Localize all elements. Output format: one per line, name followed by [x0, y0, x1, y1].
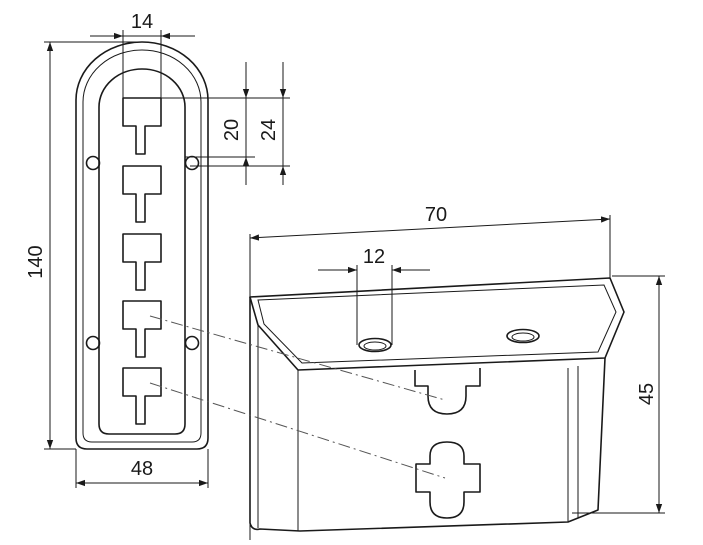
dim-bracket-height: 45: [572, 275, 665, 514]
plate-outline-inner: [82, 49, 202, 443]
dim-label-slot-height: 20: [221, 119, 243, 141]
dim-slot-pitch: 24: [258, 62, 287, 185]
bracket-keyhole-upper: [414, 368, 481, 415]
dim-label-bracket-height: 45: [636, 383, 658, 405]
dim-label-plate-height: 140: [25, 245, 47, 278]
dim-plate-height: 140: [25, 41, 142, 450]
t-slot: [122, 300, 162, 358]
bracket-top-flange-edge: [257, 284, 617, 364]
screw-hole: [184, 335, 200, 351]
dim-label-plate-width: 48: [131, 458, 153, 480]
t-slot: [122, 367, 162, 425]
flange-hole: [506, 328, 540, 344]
assembly-lines: [149, 315, 446, 479]
dim-label-slot-width: 14: [131, 11, 153, 33]
dim-slot-height: 20: [161, 62, 290, 185]
screw-hole: [184, 155, 200, 171]
dim-plate-width: 48: [75, 449, 209, 488]
dim-slot-width: 14: [90, 11, 195, 98]
t-slot: [122, 233, 162, 291]
dim-bracket-width: 70: [249, 204, 611, 297]
dim-label-slot-pitch: 24: [258, 119, 280, 141]
dim-hole-spacing: 12: [318, 246, 430, 345]
bracket-body: [249, 297, 606, 532]
bracket-flange-fold: [249, 297, 259, 540]
dim-label-bracket-width: 70: [425, 204, 447, 226]
screw-hole: [85, 155, 101, 171]
bracket-keyhole-lower: [415, 441, 481, 519]
dim-label-hole-spacing: 12: [363, 246, 385, 268]
screw-hole: [85, 335, 101, 351]
bracket: [249, 277, 625, 540]
mounting-plate: [75, 41, 209, 450]
t-slot: [122, 165, 162, 223]
assembly-line: [149, 382, 446, 479]
plate-outline: [75, 41, 209, 450]
plate-recess: [98, 68, 186, 435]
t-slot: [122, 97, 162, 155]
flange-hole: [358, 337, 392, 353]
flange-hole-inner: [511, 332, 535, 342]
plate-holes: [85, 155, 200, 351]
flange-hole-inner: [363, 341, 387, 351]
assembly-line: [149, 315, 446, 401]
t-slots: [122, 97, 162, 425]
